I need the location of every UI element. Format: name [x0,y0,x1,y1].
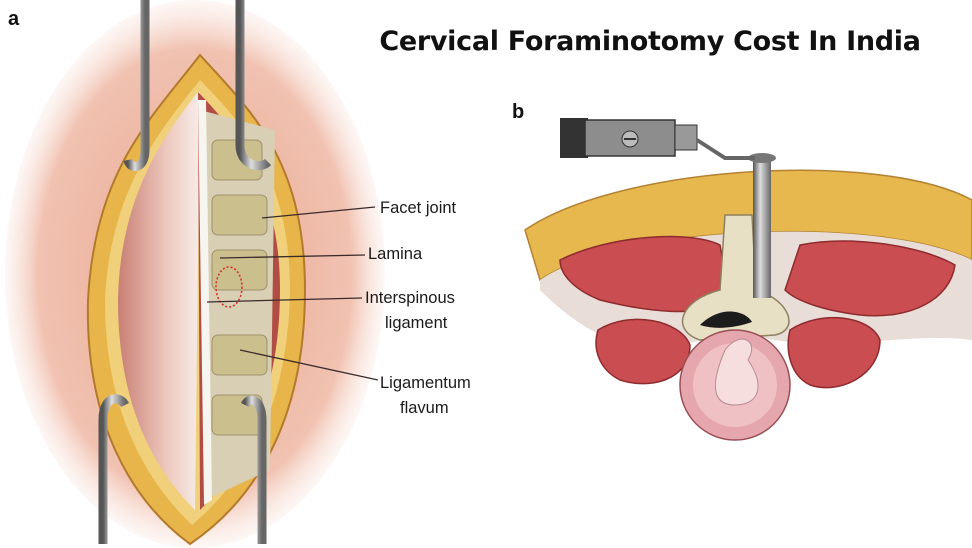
label-facet-joint: Facet joint [380,199,457,217]
label-ligamentum-line2: flavum [400,399,449,417]
panel-a-label: a [8,8,20,30]
leader-lines [206,206,379,381]
label-interspinous-line2: ligament [385,314,448,332]
label-ligamentum-line1: Ligamentum [380,374,471,392]
surgical-instrument-icon [560,118,755,160]
panel-a-surgical-view [5,0,385,548]
panel-b-label: b [512,101,525,123]
panel-b-cross-section [524,118,972,441]
page-title: Cervical Foraminotomy Cost In India [379,26,921,57]
label-lamina: Lamina [368,245,423,263]
label-interspinous-line1: Interspinous [365,289,455,307]
retractor-icon [98,0,272,544]
